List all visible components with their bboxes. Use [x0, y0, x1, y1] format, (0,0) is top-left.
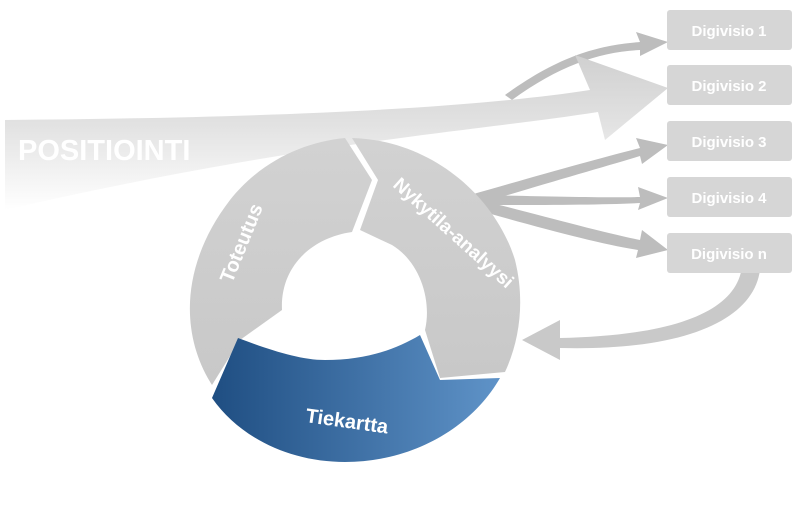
return-arrow: [522, 235, 761, 360]
digivisio-label-2: Digivisio 2: [691, 78, 766, 95]
arrow-to-digivisio-4: [472, 187, 668, 210]
positioning-label: POSITIOINTI: [18, 135, 190, 167]
positioning-band: [5, 55, 668, 210]
digivisio-label-n: Digivisio n: [691, 246, 767, 263]
digivisio-label-3: Digivisio 3: [691, 134, 766, 151]
digivisio-box-4: Digivisio 4: [667, 177, 792, 217]
digivisio-box-2: Digivisio 2: [667, 65, 792, 105]
digivisio-label-4: Digivisio 4: [691, 190, 767, 207]
digivisio-box-1: Digivisio 1: [667, 10, 792, 50]
cycle-segment-nykytila-analyysi: [352, 138, 521, 378]
digivisio-box-n: Digivisio n: [667, 233, 792, 273]
cycle-segment-toteutus: [189, 138, 372, 385]
digivisio-label-1: Digivisio 1: [691, 23, 766, 40]
digivisio-box-3: Digivisio 3: [667, 121, 792, 161]
arrow-to-digivisio-3: [470, 138, 668, 205]
arrow-to-digivisio-1: [505, 32, 668, 100]
cycle-segment-tiekartta: [212, 335, 500, 462]
arrow-to-digivisio-n: [470, 198, 668, 258]
